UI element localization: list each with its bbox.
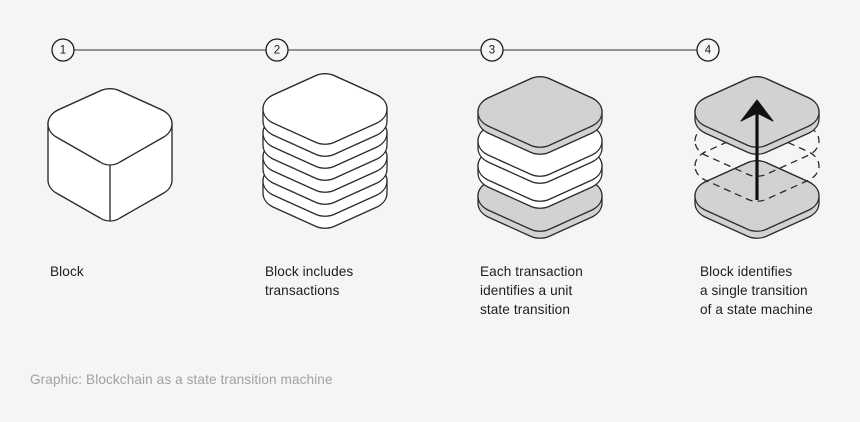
stack4-layer-1 (694, 76, 820, 155)
graphic-source-note: Graphic: Blockchain as a state transitio… (30, 372, 333, 387)
step-circle-1 (51, 38, 75, 62)
step-number-2: 2 (274, 45, 280, 57)
panel-2-stacked-layers-icon (262, 73, 388, 229)
stack2-layer-3 (262, 121, 388, 205)
cube-left-face (48, 88, 120, 225)
cube-top-face (47, 88, 173, 166)
step-circle-4 (696, 38, 720, 62)
panel-1-cube-icon (47, 88, 173, 225)
panel-3-exploded-layers-icon (477, 76, 603, 239)
stack4-layer-4 (694, 160, 820, 239)
stack2-layer-1 (262, 73, 388, 157)
cube-silhouette (47, 88, 173, 222)
timeline-step-1[interactable]: 1 (51, 38, 75, 62)
stack3-layer-2 (477, 105, 603, 184)
stack2-layer-4 (262, 145, 388, 229)
timeline-step-4[interactable]: 4 (696, 38, 720, 62)
timeline-step-3[interactable]: 3 (480, 38, 504, 62)
step-number-1: 1 (60, 45, 66, 57)
stack3-layer-4 (477, 160, 603, 239)
panel-1-caption: Block (50, 264, 84, 279)
step-number-3: 3 (489, 45, 495, 57)
stack2-layer-2 (262, 97, 388, 181)
panel-2-caption: Block includes transactions (265, 264, 354, 298)
stack4-layer-3-dashed (694, 130, 820, 202)
stack3-layer-3 (477, 130, 603, 209)
timeline-step-2[interactable]: 2 (265, 38, 289, 62)
step-circle-2 (265, 38, 289, 62)
upward-transition-arrow (740, 99, 774, 200)
stack3-layer-1 (477, 76, 603, 155)
panel-3-caption: Each transaction identifies a unit state… (480, 264, 583, 317)
step-number-4: 4 (705, 45, 712, 57)
stack4-layer-2-dashed (694, 105, 820, 177)
panel-4-state-transition-arrow-icon (694, 76, 820, 239)
panel-4-caption: Block identifies a single transition of … (700, 264, 813, 317)
step-circle-3 (480, 38, 504, 62)
